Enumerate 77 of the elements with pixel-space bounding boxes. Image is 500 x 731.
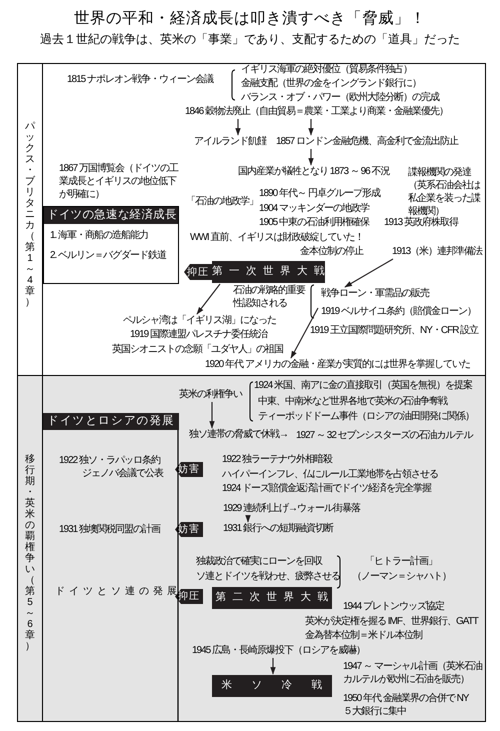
period-band <box>17 63 486 376</box>
note-text: 金融支配（世界の金をイングランド銀行に） <box>241 77 421 90</box>
vertical-heading: 移行期・英米の覇権争い（第5～6章） <box>25 454 35 652</box>
note-text: 1919 国際連盟パレスチナ委任統治 <box>130 328 268 341</box>
event-text: 1913（米）連邦準備法 <box>392 246 482 258</box>
note-text: 諜報機関の発達（英系石油会社は私企業を装った諜報機関） <box>408 166 482 217</box>
note-text: 1947 ～ マーシャル計画（英米石油カルテルが欧州に石油を販売） <box>343 660 483 686</box>
list-item: 2. ベルリン＝バグダード鉄道 <box>50 248 168 263</box>
note-text: 1927 ～ 32 セブンシスターズの石油カルテル <box>296 429 473 442</box>
event-text: アイルランド飢饉 <box>194 136 266 148</box>
arrow <box>344 258 394 288</box>
war-banner: 第二次世界大戦 <box>212 587 332 609</box>
event-text: 国内産業が犠牲となり 1873 ～ 96 不況 <box>238 166 390 178</box>
list-item: 1. 海軍・商船の造船能力 <box>50 228 150 243</box>
event-text: 1931 銀行への短期融資切断 <box>223 523 334 535</box>
arrow <box>290 308 318 359</box>
note-text: ハイパーインフレ、仏にルール工業地帯を占領させる <box>222 468 438 481</box>
event-text: 1857 ロンドン金融危機、高金利で金流出防止 <box>276 136 458 148</box>
arrow <box>308 119 314 136</box>
note-text: 「ヒトラー計画」 <box>365 555 437 568</box>
note-text: イギリス海軍の絶対優位（貿易条件独占） <box>241 63 412 76</box>
note-text: 1922 独ラーテナウ外相暗殺 <box>222 453 332 466</box>
subtitle: 過去１世紀の戦争は、英米の「事業」であり、支配するための「道具」だった <box>39 31 461 47</box>
note-text: 1922 独ソ・ラパッロ条約 <box>59 454 160 467</box>
event-text: 1846 穀物法廃止（自由貿易＝農業・工業より商業・金融業優先） <box>185 106 448 118</box>
war-banner: 第一次世界大戦 <box>212 261 325 283</box>
event-text: 戦争ローン・軍需品の販売 <box>321 288 429 300</box>
event-text: 1920 年代 アメリカの金融・産業が実質的には世界を掌握していた <box>205 359 470 371</box>
note-text: 1913 英政府株取得 <box>384 216 458 229</box>
note-text: バランス・オブ・パワー（欧州大陸分断）の完成 <box>241 91 439 104</box>
note-text: 1890 年代～ 円卓グループ形成 <box>259 187 380 200</box>
note-text: 1867 万国博覧会（ドイツの工業成長とイギリスの地位低下が明確に） <box>59 162 180 201</box>
arrow <box>308 149 314 166</box>
note-text: ティーポッドドーム事件（ロシアの油田開発に関係） <box>258 410 474 423</box>
arrow <box>235 119 241 136</box>
info-box <box>43 206 179 284</box>
arrow <box>209 402 215 429</box>
event-text: ペルシャ湾は「イギリス湖」になった <box>123 315 276 327</box>
note-text: 金本位制の停止 <box>300 245 363 258</box>
event-text: 独ソ連帯の脅威で休戦→ <box>189 429 288 441</box>
pointer-tag: 抑圧 <box>184 264 212 280</box>
note-text: 英米が決定権を握る IMF、世界銀行、GATT <box>305 615 478 628</box>
box-heading: ドイツの急速な経済成長 <box>44 207 178 224</box>
note-text: 1919 王立国際問題研究所、NY・CFR 設立 <box>310 324 478 337</box>
note-text: 1815 ナポレオン戦争・ウィーン会議 <box>67 73 214 86</box>
note-text: WWI 直前、イギリスは財政破綻していた！ <box>190 231 364 244</box>
note-text: 「石油の地政学」 <box>186 195 258 208</box>
arrow <box>270 658 276 675</box>
note-text: 1950 年代 金融業界の合併で NY ５大銀行に集中 <box>343 692 470 718</box>
note-text: 1931 独墺関税同盟の計画 <box>59 523 160 536</box>
note-text: 1944 ブレトンウッズ協定 <box>343 600 444 613</box>
pointer-tag: 妨害 <box>175 462 203 477</box>
note-text: 独裁政治で確実にローンを回収 <box>196 555 322 568</box>
event-text: 1919 ベルサイユ条約（賠償金ローン） <box>321 306 476 318</box>
war-banner: 米ソ冷戦 <box>212 675 332 697</box>
note-text: （ノーマン＝シャハト） <box>352 570 451 583</box>
note-text: ソ連とドイツを戦わせ、疲弊させる <box>196 570 340 583</box>
title: 世界の平和・経済成長は叩き潰すべき「脅威」！ <box>73 9 427 29</box>
note-text: ジェノバ会議で公表 <box>82 467 163 480</box>
period-band <box>17 376 486 722</box>
arrow <box>245 515 251 523</box>
note-text: 1905 中東の石油利用権確保 <box>259 216 370 229</box>
event-text: 1929 連続利上げ→ウォール街暴落 <box>223 503 360 515</box>
event-text: 英米の利権争い <box>179 389 242 401</box>
vertical-heading: パックス・ブリタニカ（第1～4章） <box>25 121 35 308</box>
pointer-tag: 妨害 <box>175 522 203 537</box>
note-text: 1904 マッキンダーの地政学 <box>259 202 370 215</box>
note-text: 中東、中南米など世界各地で英米の石油争奪戦 <box>258 395 447 408</box>
note-text: 1924 米国、南アに金の直接取引（英国を無視）を提案 <box>254 379 472 392</box>
note-text: 金為替本位制＝米ドル本位制 <box>305 629 422 642</box>
note-text: 石油の戦略的重要性認知される <box>233 284 306 310</box>
note-text: 1924 ドーズ賠償金返済計画でドイツ経済を完全掌握 <box>222 482 432 495</box>
arrow <box>196 284 220 315</box>
event-text: 1945 広島・長崎原爆投下（ロシアを威嚇） <box>192 645 366 657</box>
note-text: 英国シオニストの念願「ユダヤ人」の祖国 <box>112 343 283 356</box>
pointer-tag: 抑圧 <box>175 589 203 604</box>
heading-bar: ドイツとロシアの発展 <box>43 413 179 430</box>
